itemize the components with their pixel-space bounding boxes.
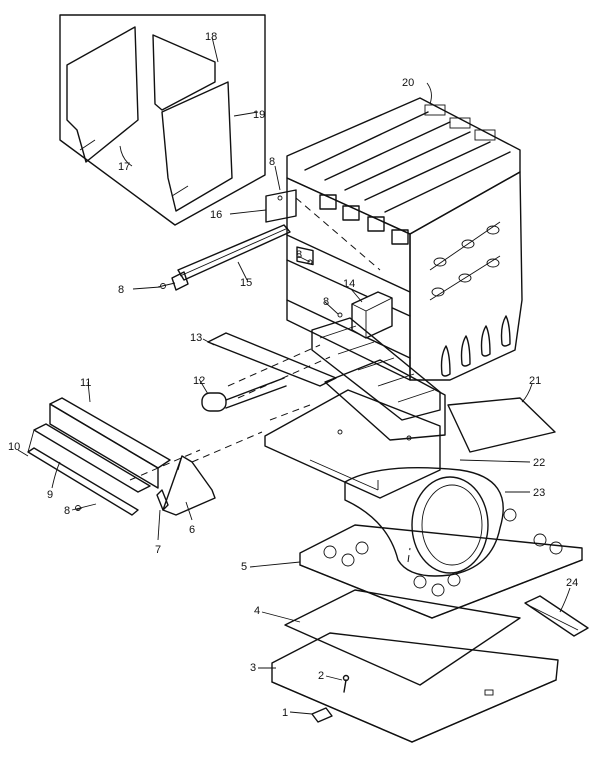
plate-21 <box>447 397 556 453</box>
label-24: 24 <box>566 577 578 589</box>
small-brackets <box>156 455 216 516</box>
label-14: 14 <box>343 278 355 290</box>
burner-rack <box>311 317 441 421</box>
label-5: 5 <box>241 561 247 573</box>
label-18: 18 <box>205 31 217 43</box>
label-10: 10 <box>8 441 20 453</box>
label-12: 12 <box>193 375 205 387</box>
label-11: 11 <box>80 377 91 389</box>
filter-sheet-4 <box>284 589 521 686</box>
motor-assembly <box>201 332 337 412</box>
label-6: 6 <box>189 524 195 536</box>
clip-1 <box>311 707 333 723</box>
label-21: 21 <box>529 375 541 387</box>
gas-manifold <box>171 224 291 291</box>
burner-plate <box>324 359 446 441</box>
label-7: 7 <box>155 544 161 556</box>
label-4: 4 <box>254 605 260 617</box>
screws <box>71 195 412 511</box>
bracket-16 <box>265 189 297 223</box>
label-3: 3 <box>250 662 256 674</box>
label-20: 20 <box>402 77 414 89</box>
label-9: 9 <box>47 489 53 501</box>
heat-exchanger <box>286 97 523 381</box>
control-box <box>351 291 393 339</box>
filter-inset <box>59 14 266 226</box>
blower-wheel <box>344 467 504 577</box>
label-8-rail: 8 <box>64 505 70 517</box>
base-pan <box>299 508 583 619</box>
screw-2 <box>342 674 350 693</box>
left-rails <box>27 397 171 516</box>
label-8-mid: 8 <box>296 249 302 261</box>
divider-panel <box>264 389 441 499</box>
side-rail-24 <box>524 595 589 637</box>
label-8-box: 8 <box>323 296 329 308</box>
label-8-top: 8 <box>269 156 275 168</box>
label-1: 1 <box>282 707 288 719</box>
label-17: 17 <box>118 161 130 173</box>
label-23: 23 <box>533 487 545 499</box>
label-15: 15 <box>240 277 252 289</box>
label-16: 16 <box>210 209 222 221</box>
label-13: 13 <box>190 332 202 344</box>
alignment-lines <box>129 197 381 481</box>
part-number-labels: 18 19 17 20 8 16 8 15 8 14 8 13 12 11 10… <box>8 31 578 719</box>
label-2: 2 <box>318 670 324 682</box>
label-8-left: 8 <box>118 284 124 296</box>
bottom-panel <box>271 632 559 743</box>
leader-lines <box>17 36 571 715</box>
label-19: 19 <box>253 109 265 121</box>
label-22: 22 <box>533 457 545 469</box>
